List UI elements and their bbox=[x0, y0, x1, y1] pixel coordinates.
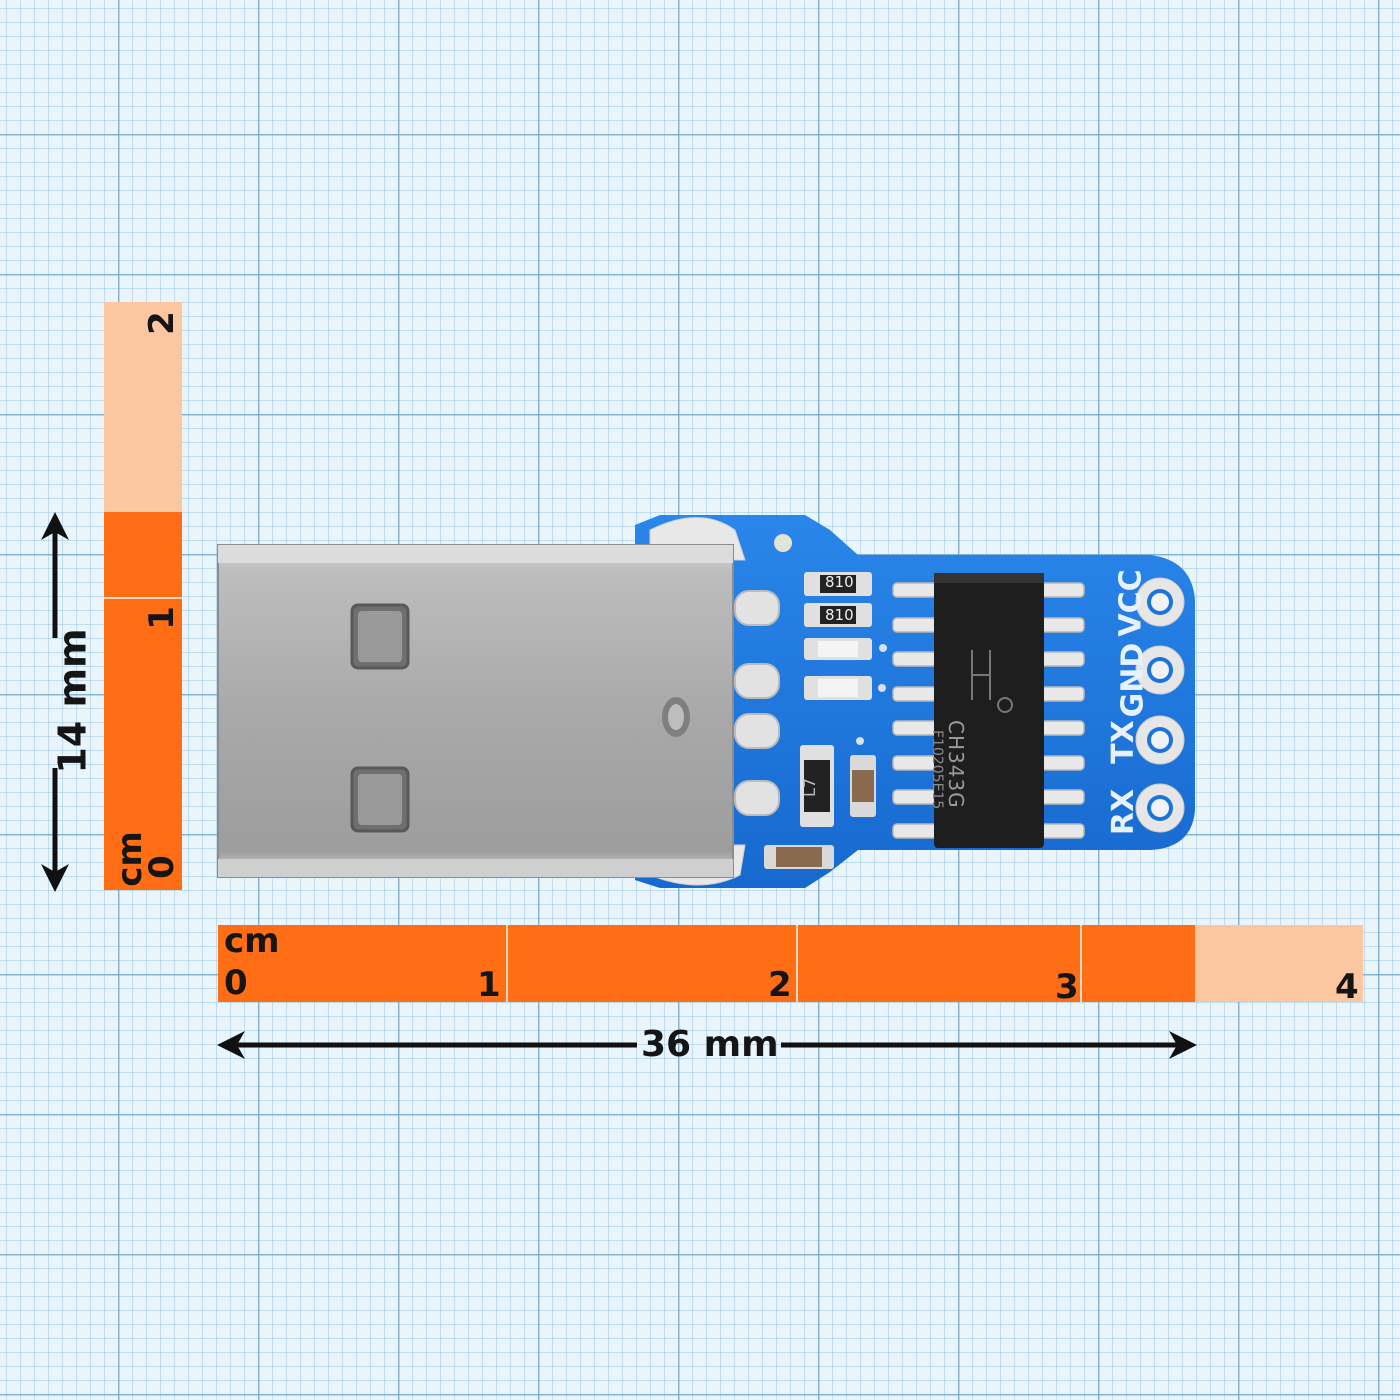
horizontal-tick-0: 0 bbox=[224, 963, 248, 1003]
pin-label-tx: TX bbox=[1105, 720, 1141, 764]
resistor-marking-1: 810 bbox=[825, 573, 854, 591]
chip-marking: CH343G bbox=[944, 720, 968, 809]
chip-code: F10205E15 bbox=[929, 730, 945, 810]
width-dimension-label: 36 mm bbox=[641, 1024, 779, 1065]
vertical-ruler-inactive bbox=[104, 302, 182, 512]
pin-label-vcc: VCC bbox=[1113, 569, 1149, 637]
transistor-marking: L7 bbox=[800, 777, 820, 798]
vertical-ruler-active bbox=[104, 512, 182, 890]
horizontal-tick-1: 1 bbox=[477, 965, 501, 1005]
vertical-dimension-arrow bbox=[41, 512, 69, 892]
horizontal-ruler bbox=[218, 925, 1363, 1002]
horizontal-ruler-inactive bbox=[1195, 925, 1363, 1002]
horizontal-tick-2: 2 bbox=[768, 965, 792, 1005]
horizontal-unit-label: cm bbox=[224, 921, 280, 961]
usb-plug bbox=[217, 544, 734, 878]
horizontal-tick-4: 4 bbox=[1335, 967, 1359, 1007]
vertical-ruler-tick-line bbox=[104, 597, 182, 599]
horizontal-ruler-tick-1 bbox=[506, 925, 508, 1002]
pin-label-gnd: GND bbox=[1115, 642, 1151, 718]
pin-label-rx: RX bbox=[1106, 788, 1142, 836]
horizontal-tick-3: 3 bbox=[1055, 967, 1079, 1007]
horizontal-ruler-tick-2 bbox=[796, 925, 798, 1002]
vertical-ruler bbox=[104, 302, 182, 890]
horizontal-ruler-tick-3 bbox=[1080, 925, 1082, 1002]
horizontal-ruler-active bbox=[218, 925, 1195, 1002]
horizontal-dimension-arrow bbox=[217, 1031, 1197, 1059]
resistor-marking-2: 810 bbox=[825, 606, 854, 624]
ch343g-chip bbox=[934, 573, 1044, 848]
